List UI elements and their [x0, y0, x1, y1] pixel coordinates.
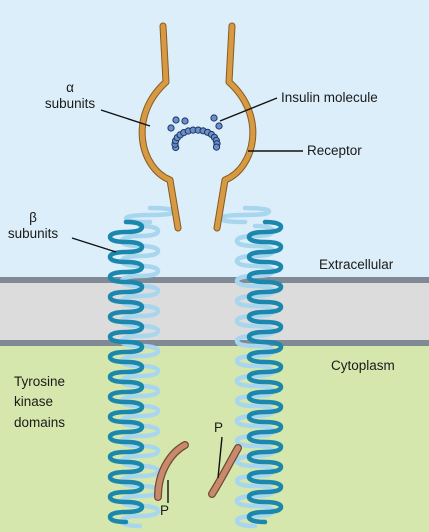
insulin-bead [215, 122, 223, 130]
alpha-subunit-left [139, 23, 181, 231]
alpha-text: subunits [44, 95, 96, 111]
insulin-bead [172, 116, 180, 124]
tyrosine-line-2: kinase [14, 394, 54, 410]
insulin-bead [210, 114, 218, 122]
membrane-inner-edge [0, 340, 429, 346]
phosphate-lower-label: P [160, 503, 170, 518]
beta-leader-line [71, 237, 117, 253]
membrane-outer-edge [0, 277, 429, 283]
receptor-label: Receptor [307, 143, 362, 158]
beta-subunit-back-coils [119, 205, 276, 529]
beta-top-loops-right [218, 205, 272, 225]
phosphate-tag-left [155, 442, 188, 500]
tyrosine-kinase-domains-label: Tyrosine kinase domains [14, 372, 65, 433]
beta-front-coil-left [107, 219, 145, 525]
alpha-subunits-label: α subunits [40, 80, 100, 111]
phosphate-upper-leader-line [217, 436, 223, 479]
cytoplasm-space [0, 343, 429, 532]
insulin-bead [212, 143, 221, 151]
phosphate-tags [154, 441, 242, 501]
alpha-subunit-right [214, 23, 256, 231]
tyrosine-line-1: Tyrosine [14, 374, 66, 389]
insulin-molecule-label: Insulin molecule [281, 90, 378, 105]
alpha-subunits-fill [139, 23, 256, 231]
leader-lines [71, 97, 303, 503]
insulin-bead [167, 124, 175, 132]
insulin-bead [181, 117, 189, 125]
beta-subunit-front-coils [107, 219, 284, 525]
tyrosine-line-3: domains [14, 414, 66, 430]
beta-back-coil-left [119, 223, 161, 529]
beta-subunits-label: β subunits [0, 210, 66, 241]
alpha-leader-line [100, 109, 151, 127]
beta-back-coil-right [234, 223, 276, 529]
phosphate-upper-label: P [214, 420, 224, 435]
insulin-leader-line [219, 97, 278, 122]
cell-membrane [0, 280, 429, 343]
insulin-molecule [167, 114, 223, 152]
extracellular-label: Extracellular [319, 257, 394, 272]
beta-front-coil-right [246, 219, 284, 525]
phosphate-tag-right [209, 445, 241, 497]
alpha-symbol: α [66, 80, 74, 95]
cytoplasm-label: Cytoplasm [331, 358, 395, 373]
beta-text: subunits [7, 225, 59, 241]
beta-symbol: β [29, 210, 37, 225]
